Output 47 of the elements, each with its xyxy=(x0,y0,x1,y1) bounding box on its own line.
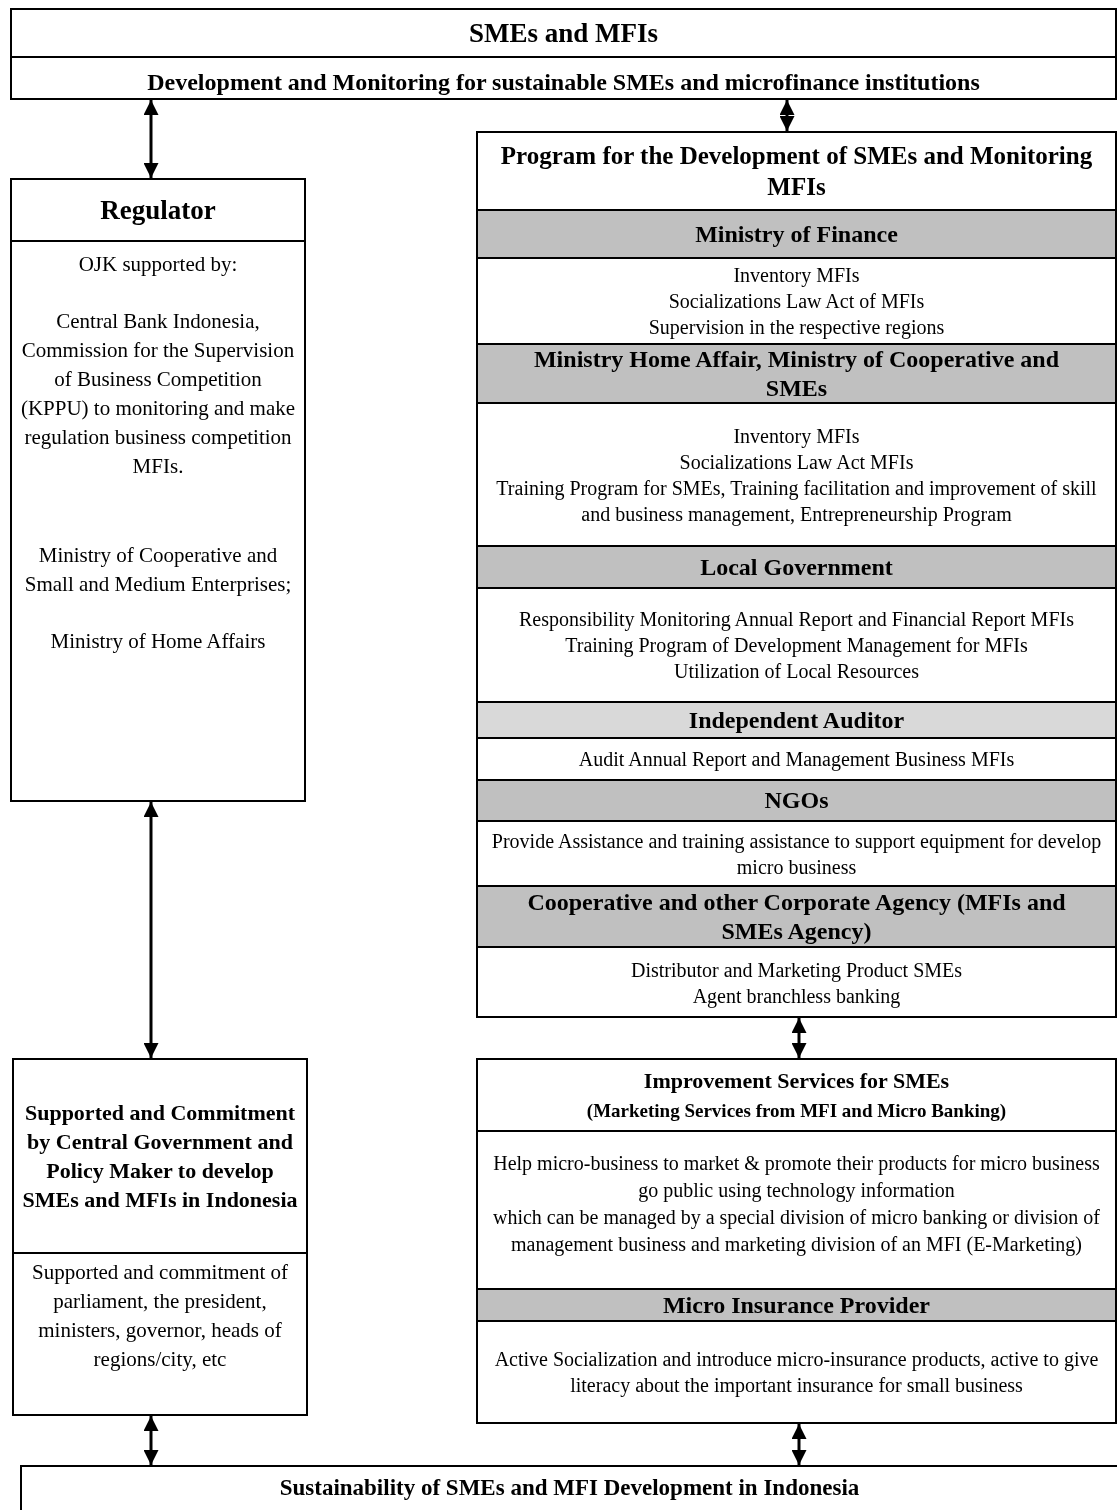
double-arrow xyxy=(779,100,795,131)
section-header: Cooperative and other Corporate Agency (MFIs and SMEs Agency) xyxy=(478,885,1115,948)
subtitle-text: Development and Monitoring for sustainable SMEs and microfinance institutions xyxy=(147,68,980,97)
body-text: Responsibility Monitoring Annual Report and Financial Report MFIs xyxy=(519,607,1074,632)
panel-box xyxy=(12,1058,308,1416)
body-text: Socializations Law Act MFIs xyxy=(679,449,914,475)
panel-box xyxy=(476,1058,1117,1424)
body-text: which can be managed by a special division of micro banking or division of management business and marketing division of an MFI (E-Marketing) xyxy=(491,1205,1102,1258)
double-arrow xyxy=(143,1416,159,1465)
panel-box xyxy=(10,178,306,802)
body-text: Supervision in the respective regions xyxy=(648,315,945,340)
body-text: Distributor and Marketing Product SMEs xyxy=(630,957,963,983)
body-text: Training Program for SMEs, Training facilitation and improvement of skill and business management, Entrepreneurship Program xyxy=(495,475,1098,527)
body-text: Provide Assistance and training assistance to support equipment for develop micro business xyxy=(490,828,1103,880)
double-arrow xyxy=(791,1424,807,1465)
double-arrow xyxy=(143,802,159,1058)
panel-heading: Program for the Development of SMEs and Monitoring MFIs xyxy=(499,141,1094,202)
body-text: Training Program of Development Management for MFIs xyxy=(565,633,1028,658)
title-text: SMEs and MFIs xyxy=(468,16,658,50)
body-text: Socializations Law Act of MFIs xyxy=(668,289,925,314)
body-text: Supported and commitment of parliament, the president, ministers, governor, heads of regions/city, etc xyxy=(30,1259,289,1373)
body-text: Ministry of Cooperative and Small and Medium Enterprises; xyxy=(23,542,293,598)
body-text: Ministry of Home Affairs xyxy=(50,628,266,655)
section-header: Micro Insurance Provider xyxy=(478,1288,1115,1322)
section-header: Local Government xyxy=(478,545,1115,589)
double-arrow xyxy=(143,100,159,178)
section-header: Ministry of Finance xyxy=(478,209,1115,259)
bottom-heading: Sustainability of SMEs and MFI Development in Indonesia xyxy=(279,1474,860,1502)
panel-box xyxy=(476,131,1117,1018)
double-arrow xyxy=(791,1018,807,1058)
body-text: OJK supported by: xyxy=(78,251,238,278)
section-header: Ministry Home Affair, Ministry of Cooperative and SMEs xyxy=(478,343,1115,404)
body-text: Central Bank Indonesia, Commission for the Supervision of Business Competition (KPPU) to monitoring and make regulation business competition MFIs. xyxy=(20,308,296,480)
panel-heading: Improvement Services for SMEs xyxy=(643,1067,950,1096)
section-header: Independent Auditor xyxy=(478,701,1115,739)
panel-heading: Regulator xyxy=(100,193,216,227)
bottom-box xyxy=(20,1465,1117,1510)
body-text: Inventory MFIs xyxy=(733,423,860,449)
body-text: Inventory MFIs xyxy=(733,263,860,288)
body-text: Agent branchless banking xyxy=(692,983,901,1009)
body-text: Utilization of Local Resources xyxy=(674,659,919,684)
section-header: NGOs xyxy=(478,779,1115,822)
title-box xyxy=(10,8,1117,100)
panel-subheading: (Marketing Services from MFI and Micro Banking) xyxy=(586,1099,1007,1124)
body-text: Audit Annual Report and Management Business MFIs xyxy=(578,747,1015,772)
body-text: Active Socialization and introduce micro-insurance products, active to give literacy about the important insurance for small business xyxy=(493,1347,1100,1398)
panel-heading: Supported and Commitment by Central Government and Policy Maker to develop SMEs and MFIs in Indonesia xyxy=(22,1099,298,1214)
